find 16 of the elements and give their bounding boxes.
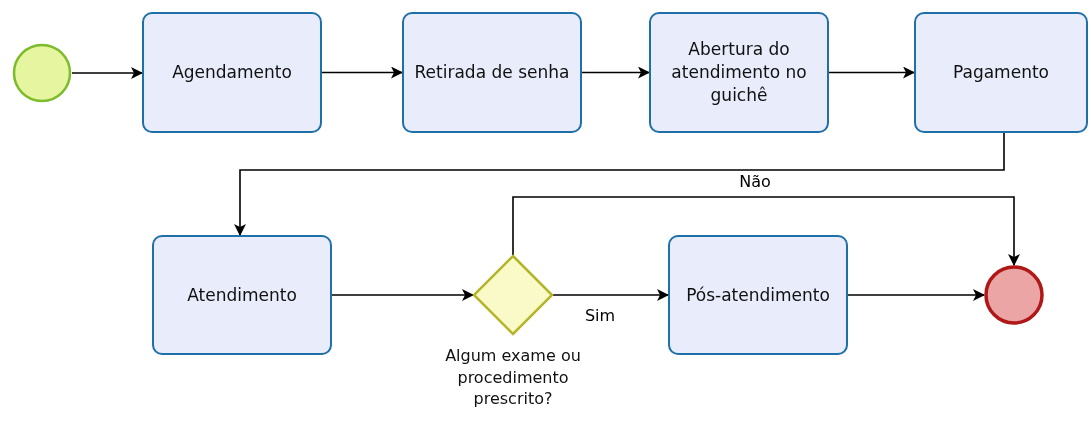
process-box: Pagamento <box>914 12 1088 133</box>
arrow <box>331 289 474 301</box>
process-box: Atendimento <box>152 235 332 355</box>
arrow <box>71 67 143 79</box>
arrow <box>512 196 1020 266</box>
arrow <box>321 66 403 79</box>
process-box: Retirada de senha <box>402 12 582 133</box>
arrow <box>234 132 1005 236</box>
process-box: Pós-atendimento <box>668 235 848 355</box>
process-box: Abertura do atendimento no guichê <box>649 12 829 133</box>
arrow <box>828 66 915 79</box>
arrow <box>847 289 985 301</box>
arrow <box>552 289 669 301</box>
arrow <box>581 66 650 79</box>
decision-caption: Algum exame ou procedimento prescrito? <box>444 345 582 410</box>
process-box: Agendamento <box>142 12 322 133</box>
